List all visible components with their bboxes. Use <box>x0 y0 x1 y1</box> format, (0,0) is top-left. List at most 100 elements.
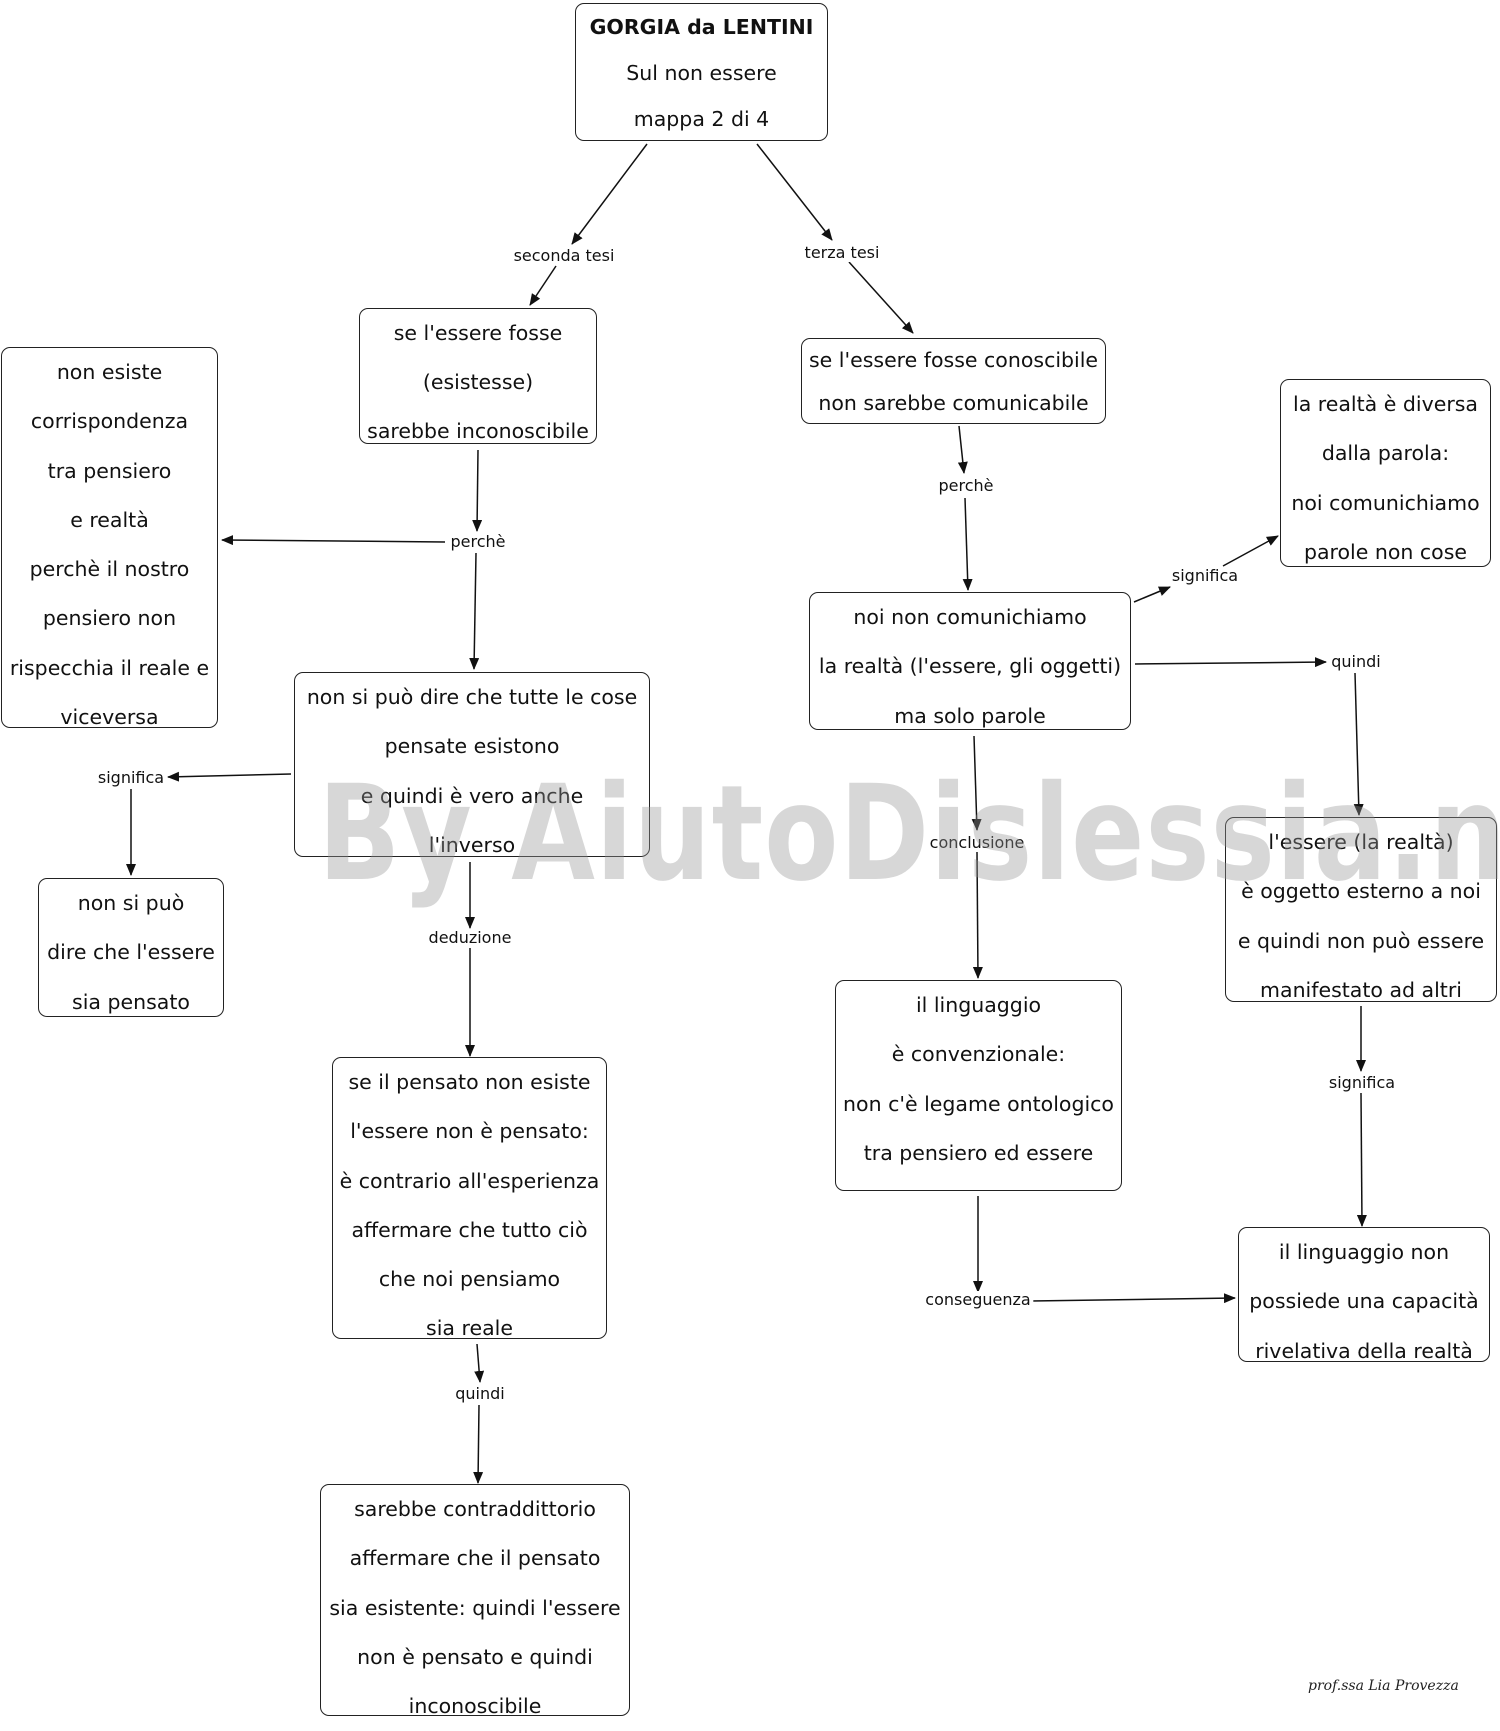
label-perche-right: perchè <box>935 477 997 495</box>
node-line: noi non comunichiamo <box>853 605 1087 629</box>
node-line: tra pensiero <box>47 458 172 483</box>
line-terza-tesi-conoscibile <box>848 261 914 334</box>
node-line: corrispondenza <box>30 409 189 434</box>
line-comunichiamo-significa <box>1133 586 1171 603</box>
node-line: è contrario all'esperienza <box>339 1168 600 1193</box>
node-line: inconoscibile <box>408 1694 542 1719</box>
node-title-line: mappa 2 di 4 <box>633 107 770 131</box>
node-line: manifestato ad altri <box>1260 977 1462 1002</box>
line-cose-pensate-significa <box>167 771 292 782</box>
label-significa-left: significa <box>94 769 168 787</box>
node-line: noi comunichiamo <box>1291 490 1480 515</box>
node-essere-fosse: se l'essere fosse (esistesse) sarebbe in… <box>359 308 597 444</box>
node-line: l'essere (la realtà) <box>1268 830 1454 854</box>
node-line: non si può <box>77 891 185 915</box>
node-pensato-non-esiste: se il pensato non esiste l'essere non è … <box>332 1057 607 1340</box>
node-line: l'inverso <box>428 832 516 857</box>
node-line: non è pensato e quindi <box>357 1644 593 1669</box>
node-line: viceversa <box>60 705 159 730</box>
node-line: dalla parola: <box>1321 441 1450 466</box>
line-pensato-quindi <box>474 1343 485 1383</box>
node-line: non esiste <box>56 360 163 384</box>
label-terza-tesi: terza tesi <box>801 244 883 262</box>
line-conclusione-convenzionale <box>972 851 983 979</box>
node-cose-pensate: non si può dire che tutte le cose pensat… <box>294 672 650 857</box>
node-line: il linguaggio non <box>1278 1240 1450 1264</box>
node-line: è oggetto esterno a noi <box>1241 879 1481 904</box>
node-line: che noi pensiamo <box>378 1267 561 1292</box>
node-line: sarebbe inconoscibile <box>367 419 589 443</box>
node-line: rispecchia il reale e <box>9 655 210 680</box>
node-line: rivelativa della realtà <box>1255 1338 1473 1363</box>
node-line: tra pensiero ed essere <box>863 1140 1094 1165</box>
label-deduzione: deduzione <box>425 929 515 947</box>
node-line: se l'essere fosse <box>393 321 563 345</box>
node-line: e quindi è vero anche <box>360 783 584 808</box>
node-essere-conoscibile: se l'essere fosse conoscibile non sarebb… <box>801 338 1106 424</box>
label-significa-right: significa <box>1325 1074 1399 1092</box>
line-significa-realta-diversa <box>1222 535 1279 567</box>
node-contraddittorio: sarebbe contraddittorio affermare che il… <box>320 1484 630 1718</box>
node-line: sia pensato <box>72 989 190 1014</box>
line-fosse-perche <box>472 449 483 532</box>
line-title-terza-tesi <box>756 143 833 241</box>
node-line: se l'essere fosse conoscibile <box>808 348 1099 372</box>
line-title-seconda-tesi <box>571 143 648 245</box>
node-line: pensate esistono <box>384 734 560 759</box>
line-seconda-tesi-fosse <box>529 265 557 306</box>
node-line: il linguaggio <box>915 993 1042 1017</box>
line-significa-rivelativa <box>1356 1092 1367 1227</box>
watermark-text: By AiutoDislessia.net <box>318 757 1500 911</box>
node-line: sia esistente: quindi l'essere <box>329 1595 621 1620</box>
node-line: la realtà è diversa <box>1293 392 1478 416</box>
node-essere-pensato: non si può dire che l'essere sia pensato <box>38 878 224 1017</box>
label-quindi-bottom: quindi <box>452 1385 508 1403</box>
node-line: affermare che tutto ciò <box>351 1217 588 1242</box>
label-conseguenza: conseguenza <box>922 1291 1034 1309</box>
label-significa-top: significa <box>1168 567 1242 585</box>
node-line: affermare che il pensato <box>349 1546 601 1571</box>
node-title-line: Sul non essere <box>626 61 777 85</box>
node-convenzionale: il linguaggio è convenzionale: non c'è l… <box>835 980 1122 1191</box>
node-title: GORGIA da LENTINI Sul non essere mappa 2… <box>575 3 828 141</box>
node-line: perchè il nostro <box>29 557 190 582</box>
label-perche-left: perchè <box>447 533 509 551</box>
node-line: la realtà (l'essere, gli oggetti) <box>818 654 1122 679</box>
node-line: non c'è legame ontologico <box>843 1091 1114 1116</box>
line-comunichiamo-conclusione <box>971 735 982 831</box>
node-line: l'essere non è pensato: <box>350 1119 589 1144</box>
label-conclusione: conclusione <box>926 834 1028 852</box>
line-conseguenza-rivelativa <box>1030 1293 1236 1304</box>
node-capacita-rivelativa: il linguaggio non possiede una capacità … <box>1238 1227 1490 1363</box>
node-line: parole non cose <box>1303 539 1468 564</box>
line-perche-comunichiamo <box>962 497 973 591</box>
node-line: possiede una capacità <box>1249 1289 1479 1314</box>
label-quindi-right: quindi <box>1328 653 1384 671</box>
node-line: sarebbe contraddittorio <box>354 1497 596 1521</box>
node-line: non sarebbe comunicabile <box>818 391 1089 415</box>
node-comunichiamo: noi non comunichiamo la realtà (l'essere… <box>809 592 1131 730</box>
node-line: se il pensato non esiste <box>348 1070 591 1094</box>
line-quindi-esterno <box>1353 672 1364 816</box>
node-line: e realtà <box>70 507 149 532</box>
node-realta-diversa: la realtà è diversa dalla parola: noi co… <box>1280 379 1491 567</box>
line-comunichiamo-quindi <box>1134 657 1327 668</box>
label-seconda-tesi: seconda tesi <box>510 247 618 265</box>
node-line: è convenzionale: <box>891 1042 1066 1067</box>
line-conoscibile-perche <box>957 425 968 474</box>
author-signature: prof.ssa Lia Provezza <box>1308 1678 1459 1694</box>
line-perche-cose-pensate <box>469 552 480 670</box>
node-line: ma solo parole <box>894 703 1046 728</box>
node-oggetto-esterno: l'essere (la realtà) è oggetto esterno a… <box>1225 817 1497 1002</box>
node-title-line: GORGIA da LENTINI <box>589 15 814 39</box>
node-line: sia reale <box>426 1316 513 1341</box>
node-line: (esistesse) <box>422 370 534 394</box>
line-quindi-contraddittorio <box>473 1404 484 1484</box>
node-line: dire che l'essere <box>47 940 215 965</box>
node-line: e quindi non può essere <box>1237 928 1485 953</box>
node-line: pensiero non <box>42 606 177 631</box>
node-corrispondenza: non esiste corrispondenza tra pensiero e… <box>1 347 218 729</box>
node-line: non si può dire che tutte le cose <box>306 685 638 709</box>
line-perche-corrispondenza <box>221 535 446 546</box>
